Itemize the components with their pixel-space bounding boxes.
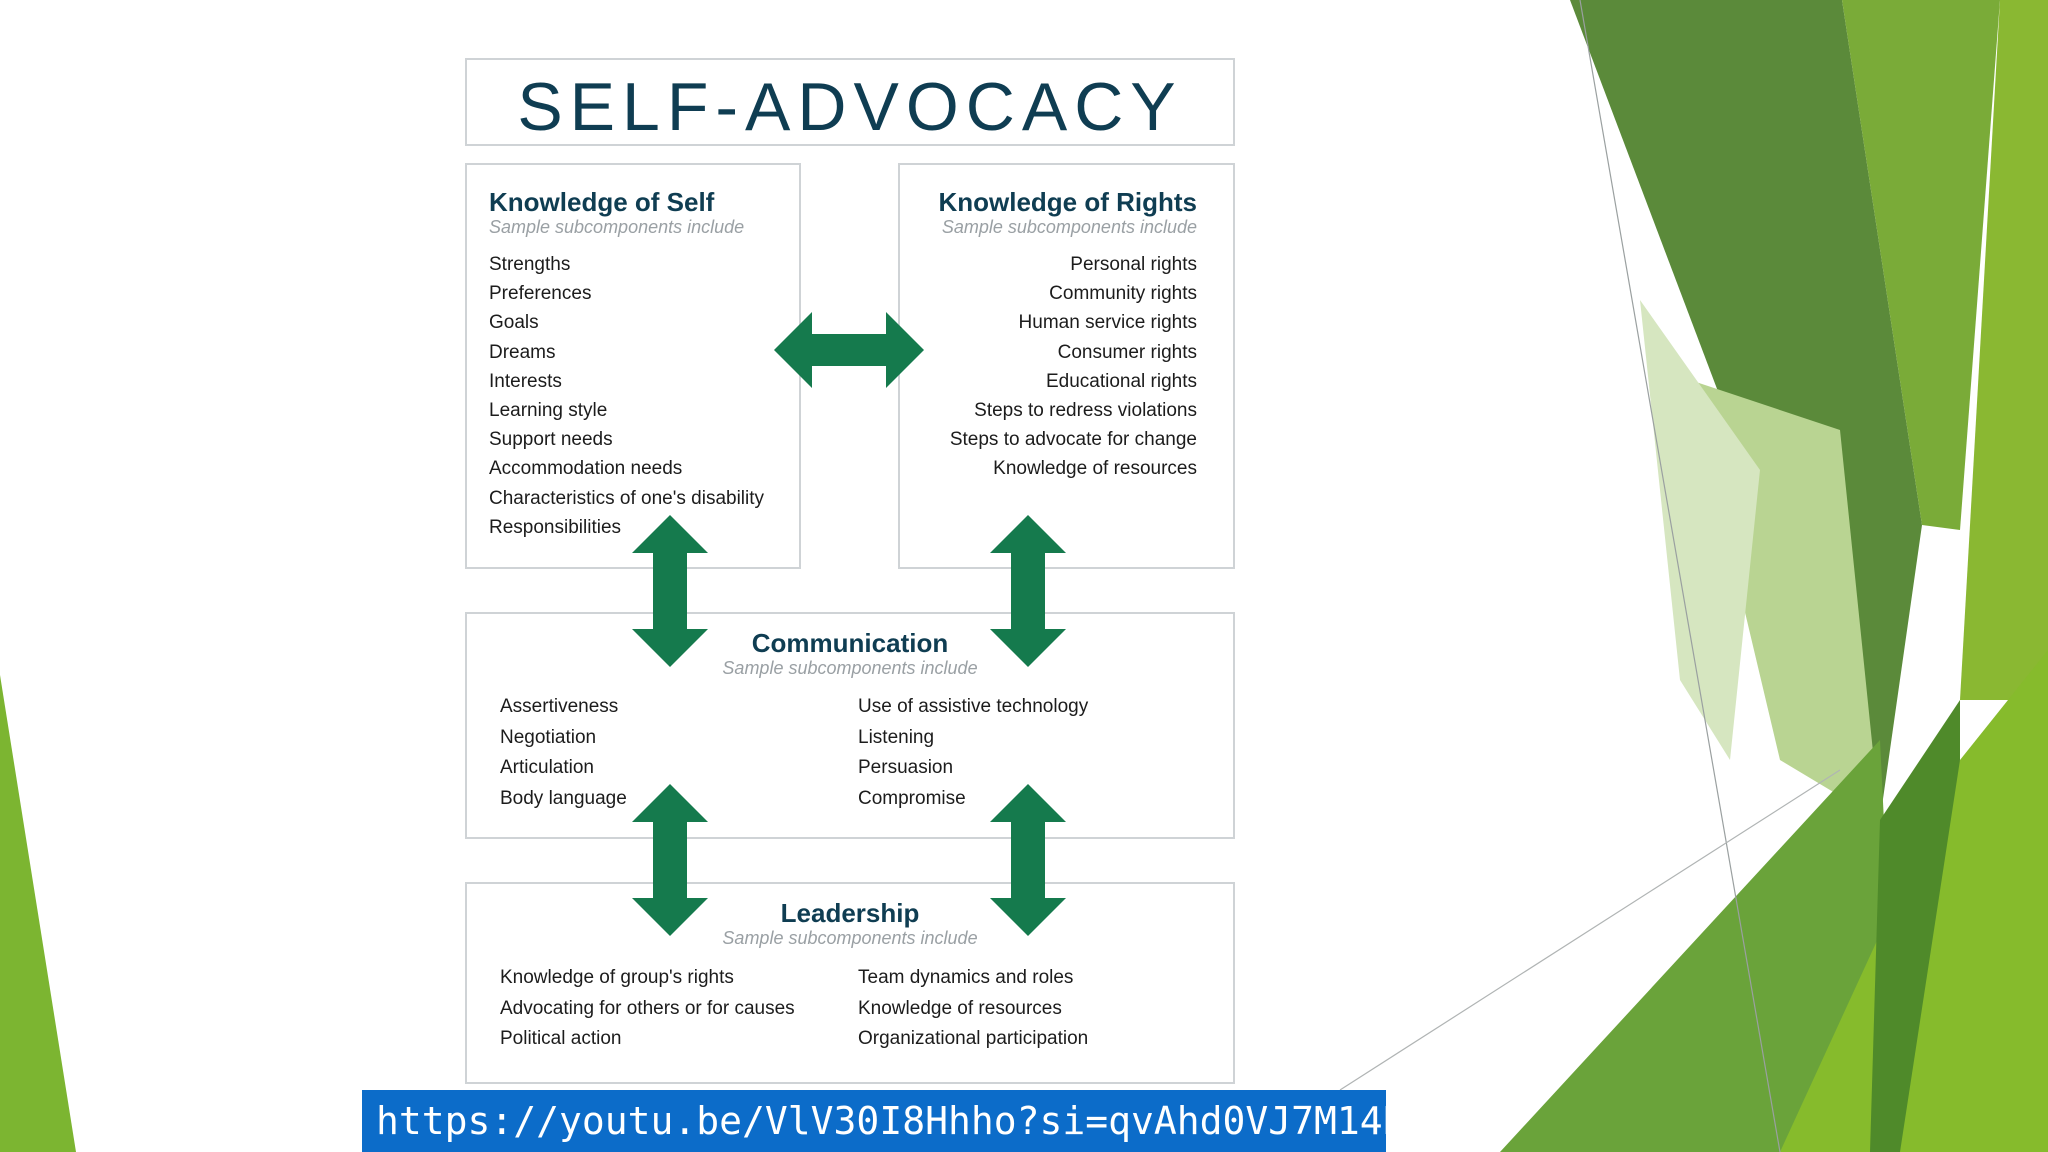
communication-box: Communication Sample subcomponents inclu… <box>465 612 1235 839</box>
double-arrow-vertical-icon <box>990 515 1066 667</box>
list-item: Support needs <box>489 429 613 451</box>
right-light-green-strip <box>1842 0 2000 530</box>
communication-heading: Communication <box>751 628 949 658</box>
knowledge-of-self-box: Knowledge of Self Sample subcomponents i… <box>465 163 801 569</box>
list-item: Team dynamics and roles <box>858 967 1074 988</box>
list-item: Responsibilities <box>489 516 622 538</box>
communication-subheading: Sample subcomponents include <box>722 658 978 678</box>
communication-right-list: Use of assistive technology Listening Pe… <box>858 692 1088 815</box>
list-item: Political action <box>500 1028 622 1049</box>
knowledge-of-rights-subheading: Sample subcomponents include <box>941 217 1197 237</box>
double-arrow-vertical-icon <box>632 784 708 936</box>
list-item: Educational rights <box>1045 370 1197 392</box>
list-item: Knowledge of group's rights <box>500 967 734 988</box>
list-item: Strengths <box>489 254 571 275</box>
list-item: Personal rights <box>1070 254 1197 275</box>
list-item: Consumer rights <box>1057 341 1197 363</box>
knowledge-of-self-subheading: Sample subcomponents include <box>489 217 745 237</box>
list-item: Dreams <box>489 341 556 363</box>
list-item: Knowledge of resources <box>993 458 1197 480</box>
list-item: Negotiation <box>500 726 597 748</box>
list-item: Human service rights <box>1018 312 1197 334</box>
double-arrow-vertical-icon <box>632 515 708 667</box>
right-pale-shape-2 <box>1640 300 1760 760</box>
right-mid-green-shape <box>1500 740 1900 1152</box>
knowledge-of-self-heading: Knowledge of Self <box>489 187 715 217</box>
thin-line-1 <box>1579 0 1781 1152</box>
list-item: Advocating for others or for causes <box>500 997 795 1019</box>
double-arrow-vertical-icon <box>990 784 1066 936</box>
leadership-subheading: Sample subcomponents include <box>722 928 978 948</box>
list-item: Accommodation needs <box>489 458 683 480</box>
left-green-sliver <box>0 675 76 1152</box>
leadership-heading: Leadership <box>780 898 920 928</box>
list-item: Characteristics of one's disability <box>489 487 765 509</box>
list-item: Use of assistive technology <box>858 696 1089 717</box>
list-item: Goals <box>489 312 539 334</box>
diagram-title: SELF-ADVOCACY <box>517 69 1183 145</box>
right-lime-strip <box>1960 0 2048 700</box>
thin-line-2 <box>1339 769 1841 1091</box>
list-item: Persuasion <box>858 757 954 779</box>
leadership-left-list: Knowledge of group's rights Advocating f… <box>500 963 795 1055</box>
list-item: Assertiveness <box>500 696 619 717</box>
list-item: Community rights <box>1049 283 1197 305</box>
list-item: Listening <box>858 726 935 748</box>
list-item: Knowledge of resources <box>858 997 1062 1019</box>
list-item: Learning style <box>489 399 608 421</box>
leadership-right-list: Team dynamics and roles Knowledge of res… <box>858 963 1088 1055</box>
list-item: Organizational participation <box>858 1028 1089 1049</box>
video-link-bar[interactable]: https://youtu.be/VlV30I8Hhho?si=qvAhd0VJ… <box>362 1090 1474 1152</box>
list-item: Steps to redress violations <box>974 399 1197 421</box>
double-arrow-horizontal-icon <box>774 312 924 388</box>
title-box: SELF-ADVOCACY <box>465 58 1235 146</box>
list-item: Articulation <box>500 757 594 779</box>
communication-left-list: Assertiveness Negotiation Articulation B… <box>500 692 627 815</box>
video-link-text[interactable]: https://youtu.be/VlV30I8Hhho?si=qvAhd0VJ… <box>376 1099 1475 1143</box>
list-item: Compromise <box>858 788 966 810</box>
list-item: Body language <box>500 788 627 810</box>
list-item: Interests <box>489 370 562 392</box>
list-item: Preferences <box>489 283 592 305</box>
knowledge-of-rights-heading: Knowledge of Rights <box>938 187 1197 217</box>
knowledge-of-rights-list: Personal rights Community rights Human s… <box>950 250 1197 484</box>
knowledge-of-self-list: Strengths Preferences Goals Dreams Inter… <box>489 250 764 542</box>
list-item: Steps to advocate for change <box>949 429 1197 451</box>
leadership-box: Leadership Sample subcomponents include … <box>465 882 1235 1084</box>
right-dark-accent <box>1870 700 1960 1152</box>
knowledge-of-rights-box: Knowledge of Rights Sample subcomponents… <box>898 163 1235 569</box>
